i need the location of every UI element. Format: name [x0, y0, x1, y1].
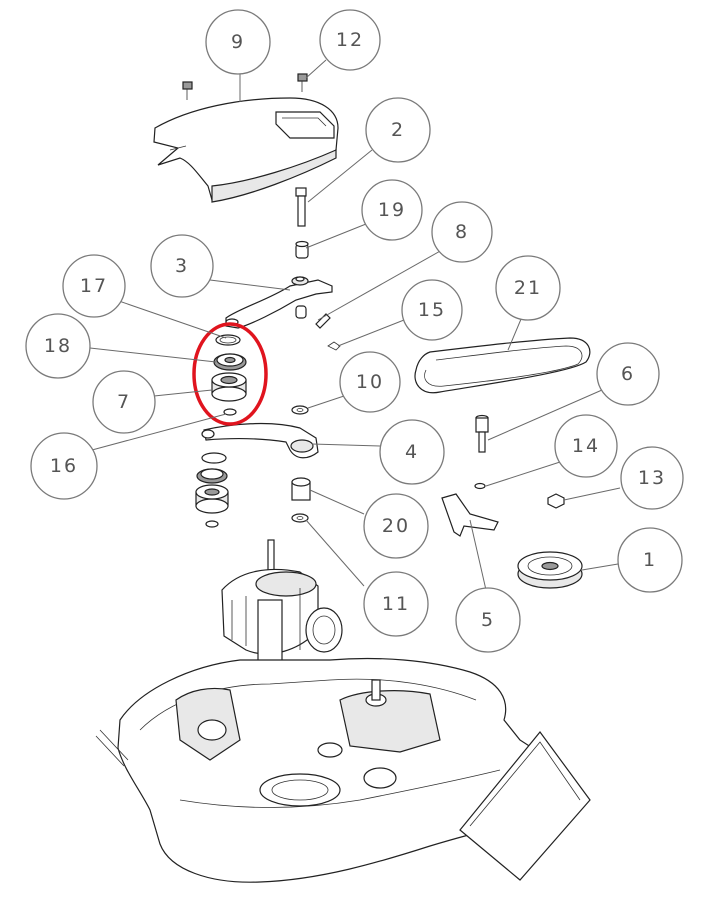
- callout-19: 19: [361, 179, 423, 241]
- callout-11: 11: [363, 571, 429, 637]
- part-18-bearing: [213, 353, 247, 371]
- lower-bearing-stack: [195, 452, 229, 528]
- callout-10: 10: [339, 351, 401, 413]
- callout-5: 5: [455, 587, 521, 653]
- part-6-pin: [475, 414, 489, 453]
- callout-14: 14: [554, 414, 618, 478]
- callout-9: 9: [205, 9, 271, 75]
- gearbox-assembly: [221, 539, 343, 731]
- callout-13: 13: [620, 446, 684, 510]
- highlight-ellipse: [192, 322, 268, 426]
- part-16-washer: [223, 408, 237, 416]
- callout-label: 9: [231, 31, 245, 53]
- part-9-cover-plate: [153, 97, 339, 203]
- callout-label: 5: [481, 609, 495, 631]
- callout-21: 21: [495, 255, 561, 321]
- part-17-retaining-ring: [215, 334, 241, 346]
- part-11-washer: [291, 513, 309, 523]
- callout-16: 16: [30, 432, 98, 500]
- callout-15: 15: [401, 279, 463, 341]
- part-20-spacer: [291, 477, 311, 501]
- part-3-tensioner-arm: [225, 276, 333, 329]
- callout-label: 17: [80, 275, 108, 297]
- part-5-bracket: [441, 493, 499, 537]
- callout-6: 6: [596, 342, 660, 406]
- part-1-pulley: [517, 551, 583, 589]
- part-19-spacer: [295, 240, 309, 259]
- part-10-washer: [291, 405, 309, 415]
- callout-label: 21: [514, 277, 542, 299]
- callout-18: 18: [25, 313, 91, 379]
- callout-label: 1: [643, 549, 657, 571]
- part-15-clip: [327, 341, 341, 351]
- callout-label: 12: [336, 29, 364, 51]
- callout-label: 15: [418, 299, 446, 321]
- part-21-belt: [414, 337, 591, 394]
- callout-8: 8: [431, 201, 493, 263]
- part-2-pin: [295, 187, 307, 227]
- mower-deck-frame: [95, 657, 591, 883]
- part-13-nut: [547, 493, 565, 509]
- callout-label: 13: [638, 467, 666, 489]
- callout-label: 16: [50, 455, 78, 477]
- callout-1: 1: [617, 527, 683, 593]
- callout-2: 2: [365, 97, 431, 163]
- callout-12: 12: [319, 9, 381, 71]
- callout-20: 20: [363, 493, 429, 559]
- part-14-washer: [474, 482, 486, 490]
- callout-17: 17: [62, 254, 126, 318]
- callout-label: 6: [621, 363, 635, 385]
- leader-lines: [89, 59, 621, 591]
- callout-label: 19: [378, 199, 406, 221]
- callout-label: 10: [356, 371, 384, 393]
- callout-label: 20: [382, 515, 410, 537]
- part-4-idler-arm: [201, 422, 319, 459]
- callout-7: 7: [92, 370, 156, 434]
- callout-label: 4: [405, 441, 419, 463]
- callout-label: 3: [175, 255, 189, 277]
- callout-label: 14: [572, 435, 600, 457]
- callout-label: 2: [391, 119, 405, 141]
- callout-label: 11: [382, 593, 410, 615]
- part-8-spring-pin: [295, 305, 331, 329]
- part-12-screws: [182, 73, 308, 100]
- callout-4: 4: [379, 419, 445, 485]
- part-7-bearing: [211, 372, 247, 402]
- callout-label: 7: [117, 391, 131, 413]
- callout-3: 3: [150, 234, 214, 298]
- callout-label: 8: [455, 221, 469, 243]
- callout-label: 18: [44, 335, 72, 357]
